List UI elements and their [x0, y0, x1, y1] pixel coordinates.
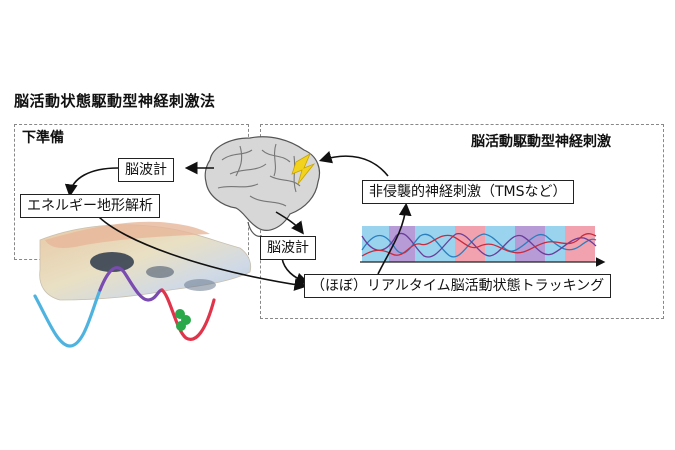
eeg-box-right: 脳波計	[260, 236, 316, 260]
energy-curve	[33, 266, 216, 348]
lightning-icon	[291, 153, 316, 185]
energy-landscape-box: エネルギー地形解析	[20, 194, 160, 218]
stimulation-label: 脳活動駆動型神経刺激	[471, 134, 611, 150]
state-balls	[175, 309, 191, 331]
page-title: 脳活動状態駆動型神経刺激法	[14, 92, 216, 110]
energy-landscape-surface	[39, 221, 252, 301]
state-timeseries	[360, 226, 606, 267]
energy-curve-purple	[98, 266, 164, 302]
preparation-label: 下準備	[22, 130, 64, 146]
energy-curve-red	[160, 288, 216, 341]
arrow-tracking-to-stim	[377, 202, 412, 275]
arrow-landscape-to-tracking	[95, 213, 308, 291]
arrow-eeg-to-landscape	[64, 167, 119, 198]
energy-curve-blue	[33, 288, 102, 348]
stimulation-box: 非侵襲的神経刺激（TMSなど）	[362, 180, 574, 204]
brain-illustration	[204, 136, 321, 237]
arrow-stim-to-brain	[318, 151, 389, 177]
eeg-box-left: 脳波計	[118, 158, 174, 182]
arrow-brain-to-right-eeg	[275, 211, 304, 235]
tracking-box: （ほぼ）リアルタイム脳活動状態トラッキング	[304, 274, 612, 298]
arrow-eeg-to-tracking	[281, 257, 310, 286]
